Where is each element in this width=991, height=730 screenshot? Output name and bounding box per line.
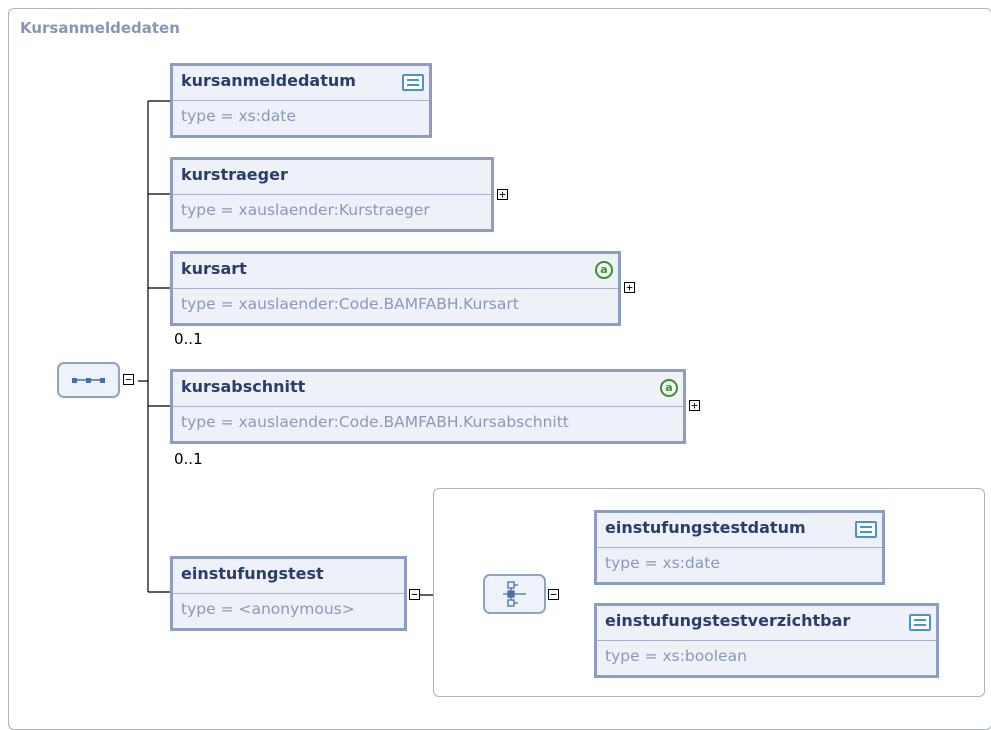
attribute-icon: a xyxy=(660,379,678,397)
collapse-toggle-root[interactable]: − xyxy=(123,374,134,385)
element-einstufungstestdatum[interactable]: einstufungstestdatum type = xs:date xyxy=(594,510,885,585)
element-name: einstufungstestverzichtbar xyxy=(605,611,851,630)
element-einstufungstest[interactable]: einstufungstest type = <anonymous> xyxy=(170,556,407,631)
documentation-icon xyxy=(909,614,931,631)
element-header xyxy=(173,372,683,407)
element-einstufungstestverzichtbar[interactable]: einstufungstestverzichtbar type = xs:boo… xyxy=(594,603,939,678)
documentation-icon xyxy=(402,74,424,91)
element-kursabschnitt[interactable]: kursabschnitt a type = xauslaender:Code.… xyxy=(170,369,686,444)
element-header xyxy=(597,606,936,641)
occurrence-kursabschnitt: 0..1 xyxy=(174,450,203,468)
element-kurstraeger[interactable]: kurstraeger type = xauslaender:Kurstraeg… xyxy=(170,157,494,232)
element-name: kursart xyxy=(181,259,247,278)
element-type: type = xs:boolean xyxy=(605,647,747,665)
sequence-compositor-icon[interactable] xyxy=(57,362,120,398)
documentation-icon xyxy=(855,521,877,538)
element-header xyxy=(173,160,491,195)
element-header xyxy=(173,66,429,101)
element-name: einstufungstestdatum xyxy=(605,518,806,537)
attribute-icon: a xyxy=(595,261,613,279)
expand-toggle-kursabschnitt[interactable]: + xyxy=(689,400,700,411)
element-name: kursabschnitt xyxy=(181,377,306,396)
element-name: kursanmeldedatum xyxy=(181,71,356,90)
element-name: kurstraeger xyxy=(181,165,288,184)
all-compositor-icon[interactable] xyxy=(483,574,546,614)
element-type: type = xs:date xyxy=(181,107,296,125)
expand-toggle-kurstraeger[interactable]: + xyxy=(497,189,508,200)
element-header xyxy=(173,254,618,289)
element-kursanmeldedatum[interactable]: kursanmeldedatum type = xs:date xyxy=(170,63,432,138)
element-type: type = <anonymous> xyxy=(181,600,355,618)
collapse-toggle-all[interactable]: − xyxy=(548,589,559,600)
element-type: type = xauslaender:Code.BAMFABH.Kursabsc… xyxy=(181,413,569,431)
element-header xyxy=(597,513,882,548)
group-title: Kursanmeldedaten xyxy=(20,19,180,37)
collapse-toggle-einstufungstest[interactable]: − xyxy=(409,589,420,600)
element-header xyxy=(173,559,404,594)
element-type: type = xs:date xyxy=(605,554,720,572)
occurrence-kursart: 0..1 xyxy=(174,330,203,348)
expand-toggle-kursart[interactable]: + xyxy=(624,282,635,293)
element-type: type = xauslaender:Code.BAMFABH.Kursart xyxy=(181,295,519,313)
element-name: einstufungstest xyxy=(181,564,324,583)
element-type: type = xauslaender:Kurstraeger xyxy=(181,201,430,219)
element-kursart[interactable]: kursart a type = xauslaender:Code.BAMFAB… xyxy=(170,251,621,326)
